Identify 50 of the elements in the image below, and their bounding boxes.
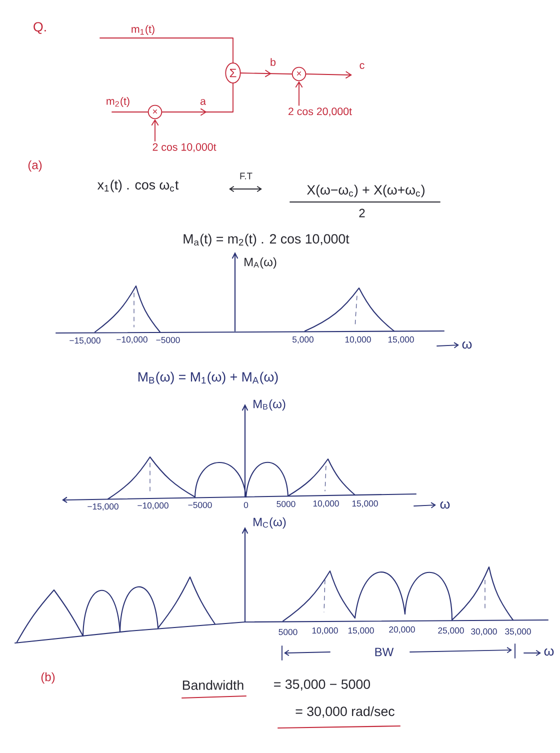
edge-label: m$_{1}$(t): [130, 24, 156, 36]
equation-text: = 35,000 − 5000: [274, 680, 370, 691]
tick-label: −15,000: [70, 337, 100, 345]
edge-label: c: [358, 62, 366, 70]
tick-label: 5,000: [292, 336, 314, 344]
carrier-label: 2 cos 10,000t: [152, 143, 216, 152]
tick-label: 15,000: [348, 627, 374, 635]
equation-text: 2: [359, 208, 365, 218]
axis-label: ω: [440, 501, 450, 509]
axis-label: M$_{A}$(ω): [244, 257, 276, 269]
tick-label: −5000: [156, 336, 180, 344]
axis-label: ω: [462, 341, 472, 349]
part-label: (b): [41, 672, 55, 684]
tick-label: 15,000: [352, 500, 378, 508]
equation-text: X(ω−ω$_{c}$) + X(ω+ω$_{c}$): [306, 184, 424, 198]
tick-label: 10,000: [313, 500, 339, 508]
tick-label: 10,000: [312, 627, 338, 635]
tick-label: 15,000: [388, 336, 414, 344]
tick-label: 5000: [278, 628, 298, 636]
carrier-label: 2 cos 20,000t: [288, 108, 352, 116]
equation-text: M$_{B}$(ω) = M$_{1}$(ω) + M$_{A}$(ω): [138, 372, 278, 384]
tick-label: −10,000: [116, 336, 148, 344]
tick-label: 10,000: [345, 336, 371, 344]
equation-text: x$_{1}$(t) . cos ω$_{c}$t: [97, 180, 179, 192]
tick-label: 30,000: [471, 628, 497, 636]
part-label: (a): [28, 160, 42, 172]
arrow: [306, 71, 352, 79]
arrow: [295, 81, 303, 106]
transform-label: F.T: [240, 172, 252, 180]
equation-text: Bandwidth: [182, 680, 244, 690]
tick-label: 0: [244, 502, 248, 508]
equation-text: = 30,000 rad/sec: [296, 706, 394, 718]
edge-label: b: [268, 56, 278, 68]
axis-label: ω: [544, 648, 554, 656]
tick-label: 20,000: [389, 626, 415, 634]
axis-label: M$_{B}$(ω): [254, 399, 286, 411]
arrow: [151, 119, 159, 142]
question-number: Q.: [34, 22, 46, 34]
summing-junction: Σ: [225, 62, 241, 84]
tick-label: 25,000: [438, 627, 464, 635]
equation-text: M$_{a}$(t) = m$_{2}$(t) . 2 cos 10,000t: [184, 234, 350, 246]
axis-label: M$_{C}$(ω): [254, 517, 286, 529]
edge-label: m$_{2}$(t): [104, 96, 132, 108]
dimension-label: BW: [375, 648, 394, 656]
tick-label: −5000: [188, 502, 212, 508]
tick-label: 35,000: [505, 628, 531, 636]
edge-label: a: [198, 98, 208, 106]
tick-label: −10,000: [138, 502, 168, 510]
tick-label: −15,000: [88, 503, 118, 511]
tick-label: 5000: [276, 500, 296, 508]
